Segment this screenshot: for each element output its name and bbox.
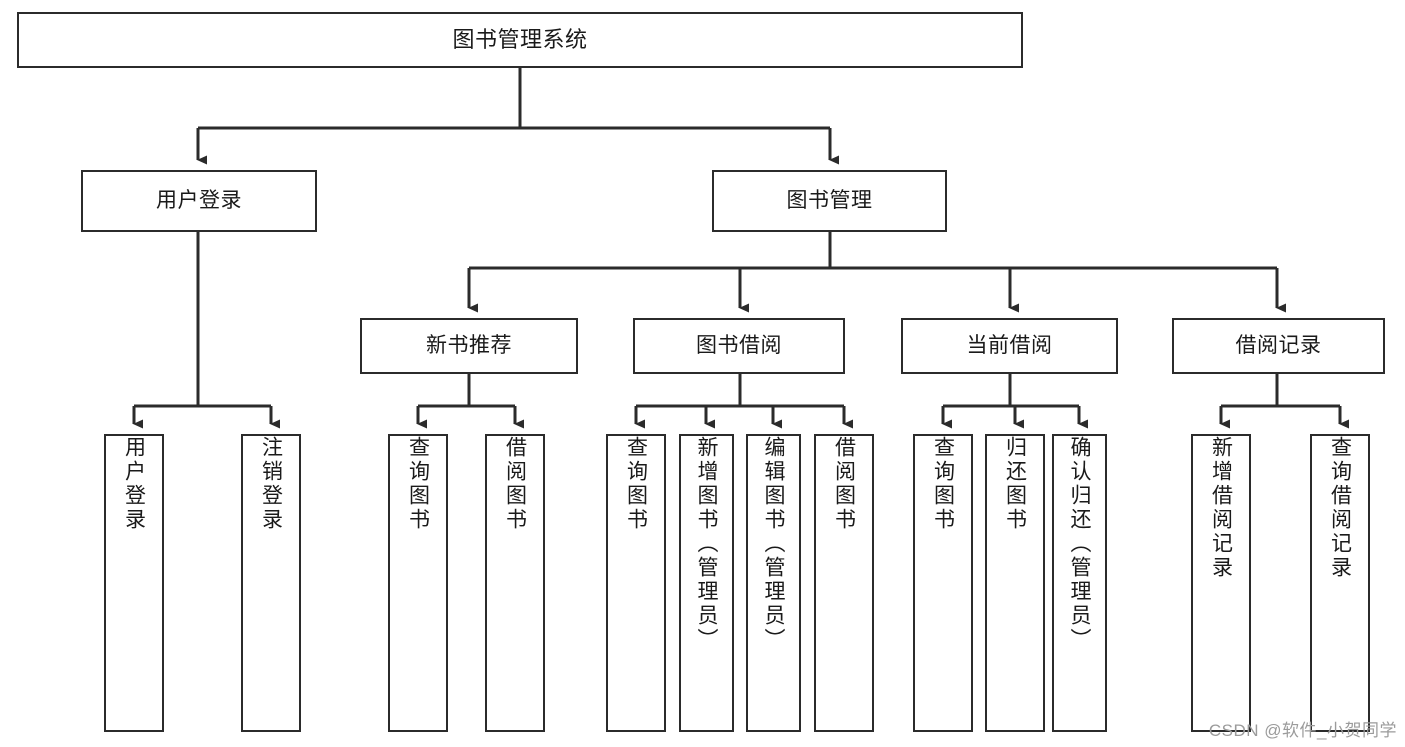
- leaf-add-borrow-record[interactable]: 新增借阅记录: [1191, 434, 1251, 732]
- connector-bus: [134, 232, 271, 408]
- connector-bus: [1221, 374, 1340, 408]
- node-label: 借阅图书: [832, 436, 856, 532]
- csdn-watermark: CSDN @软件_小贺同学: [1208, 721, 1397, 740]
- leaf-confirm-return-admin[interactable]: 确认归还（管理员）: [1052, 434, 1107, 732]
- node-label: 借阅记录: [1235, 333, 1322, 357]
- node-current-borrow[interactable]: 当前借阅: [901, 318, 1118, 374]
- node-label: 当前借阅: [966, 333, 1053, 357]
- leaf-borrow-book-1[interactable]: 借阅图书: [485, 434, 545, 732]
- node-label: 归还图书: [1003, 436, 1027, 532]
- node-label: 查询图书: [406, 436, 430, 532]
- node-label: 图书管理系统: [452, 27, 588, 53]
- node-borrow-record[interactable]: 借阅记录: [1172, 318, 1385, 374]
- node-label: 用户登录: [156, 188, 242, 212]
- node-book-borrow[interactable]: 图书借阅: [633, 318, 845, 374]
- connector-bus: [636, 374, 844, 408]
- node-label: 图书借阅: [696, 333, 782, 357]
- node-label: 用户登录: [122, 436, 146, 532]
- leaf-query-book-2[interactable]: 查询图书: [606, 434, 666, 732]
- node-label: 注销登录: [259, 436, 283, 532]
- node-label: 编辑图书（管理员）: [762, 436, 785, 652]
- leaf-logout[interactable]: 注销登录: [241, 434, 301, 732]
- node-book-management[interactable]: 图书管理: [712, 170, 947, 232]
- node-label: 查询借阅记录: [1328, 436, 1352, 580]
- connector-bus: [198, 68, 830, 130]
- node-label: 图书管理: [786, 188, 873, 212]
- leaf-query-book-1[interactable]: 查询图书: [388, 434, 448, 732]
- leaf-user-login[interactable]: 用户登录: [104, 434, 164, 732]
- node-label: 查询图书: [931, 436, 955, 532]
- connector-bus: [469, 232, 1277, 270]
- leaf-borrow-book-2[interactable]: 借阅图书: [814, 434, 874, 732]
- leaf-return-book[interactable]: 归还图书: [985, 434, 1045, 732]
- leaf-query-borrow-record[interactable]: 查询借阅记录: [1310, 434, 1370, 732]
- node-label: 新增借阅记录: [1209, 436, 1233, 580]
- connector-bus: [418, 374, 515, 408]
- leaf-edit-book-admin[interactable]: 编辑图书（管理员）: [746, 434, 801, 732]
- node-user-login[interactable]: 用户登录: [81, 170, 317, 232]
- leaf-add-book-admin[interactable]: 新增图书（管理员）: [679, 434, 734, 732]
- node-label: 新增图书（管理员）: [695, 436, 718, 652]
- node-label: 查询图书: [624, 436, 648, 532]
- node-label: 确认归还（管理员）: [1068, 436, 1091, 652]
- connector-bus: [943, 374, 1079, 408]
- leaf-query-book-3[interactable]: 查询图书: [913, 434, 973, 732]
- node-root-system[interactable]: 图书管理系统: [17, 12, 1023, 68]
- node-label: 新书推荐: [426, 333, 512, 357]
- node-label: 借阅图书: [503, 436, 527, 532]
- node-new-book-recommend[interactable]: 新书推荐: [360, 318, 578, 374]
